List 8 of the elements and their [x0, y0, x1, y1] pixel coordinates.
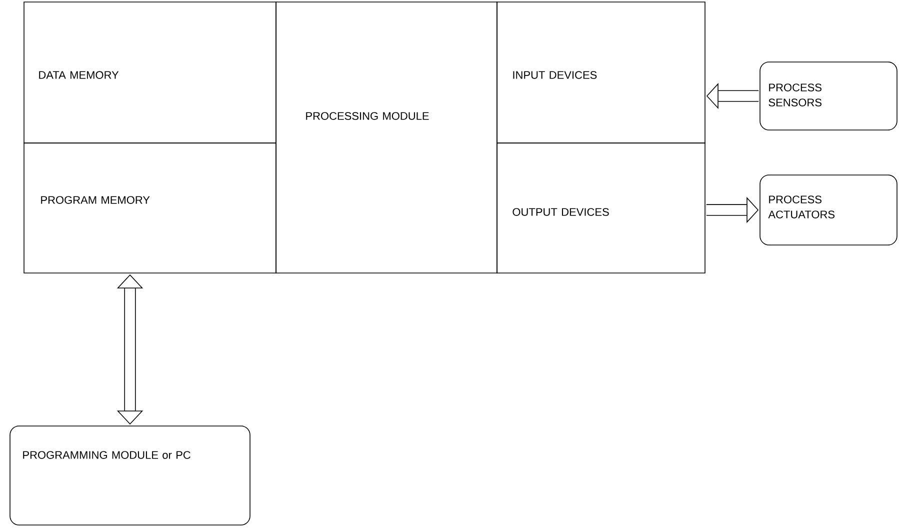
diagram-cell: PROCESSING MODULE — [276, 2, 498, 274]
diagram-cell: OUTPUT DEVICES — [496, 142, 706, 274]
diagram-cell: INPUT DEVICES — [496, 2, 706, 144]
diagram-cell: DATA MEMORY — [24, 2, 276, 144]
diagram-cell: PROGRAM MEMORY — [24, 142, 276, 274]
rounded-box: PROCESS ACTUATORS — [760, 174, 898, 246]
rounded-box: PROGRAMMING MODULE or PC — [10, 426, 250, 526]
rounded-box: PROCESS SENSORS — [760, 62, 898, 130]
